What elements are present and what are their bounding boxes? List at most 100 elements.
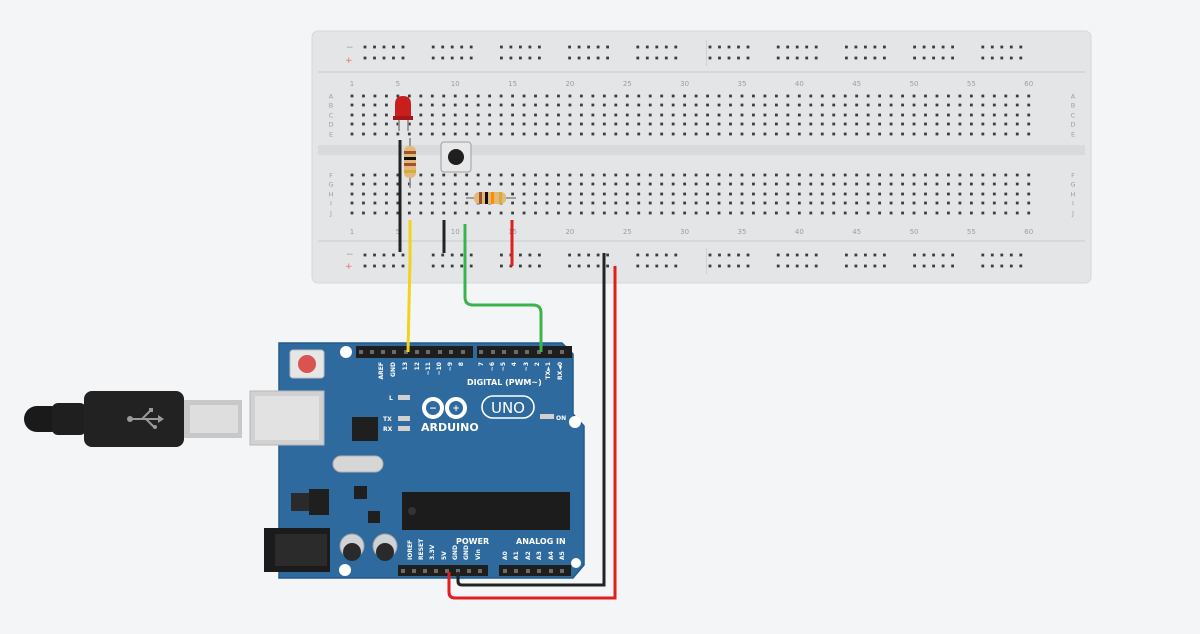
led-on-indicator <box>540 414 554 419</box>
digital-pin-label: 2 <box>534 362 541 366</box>
wire-black-gnd[interactable] <box>456 253 606 587</box>
analog-header <box>499 565 571 576</box>
power-pin-label: 5V <box>441 551 448 560</box>
analog-pin-label: A0 <box>502 551 509 560</box>
mounting-hole <box>339 564 351 576</box>
column-label: 10 <box>451 80 460 88</box>
svg-text:−: − <box>429 404 437 414</box>
column-label: 45 <box>852 80 861 88</box>
row-label: A <box>329 93 334 101</box>
analog-pin-label: A2 <box>525 551 532 560</box>
led-tx-indicator <box>398 416 410 421</box>
row-label: I <box>1072 200 1074 208</box>
model-badge <box>481 395 535 419</box>
small-chip <box>354 486 367 499</box>
column-label: 50 <box>910 80 919 88</box>
row-label: E <box>1071 131 1075 139</box>
resistor-button[interactable] <box>466 192 516 204</box>
power-pin-label: GND <box>463 545 470 560</box>
row-label: F <box>1071 172 1075 180</box>
resistor-led[interactable] <box>404 138 416 188</box>
analog-pin-label: A1 <box>513 551 520 560</box>
label-on: ON <box>556 415 566 422</box>
row-label: A <box>1071 93 1076 101</box>
row-label: B <box>1071 102 1075 110</box>
digital-label: DIGITAL (PWM~) <box>467 378 542 387</box>
arduino-logo-text: ARDUINO <box>421 421 479 434</box>
digital-pin-label: ~3 <box>523 362 530 371</box>
analog-pin-label: A3 <box>536 551 543 560</box>
analog-pin-label: A4 <box>548 551 555 560</box>
dc-power-jack-inner <box>275 534 327 566</box>
digital-pin-label: 8 <box>458 362 465 366</box>
row-label: H <box>329 191 334 199</box>
column-label: 35 <box>738 80 747 88</box>
voltage-regulator <box>291 493 311 511</box>
label-tx: TX <box>383 416 392 423</box>
column-label: 20 <box>565 80 574 88</box>
digital-pin-label: ~11 <box>425 362 432 375</box>
breadboard-body <box>311 30 1092 284</box>
wire-green-pin2[interactable] <box>463 224 543 352</box>
column-label: 1 <box>350 228 354 236</box>
digital-pin-label: AREF <box>378 362 385 379</box>
rail-divider-top <box>318 71 1085 73</box>
column-label: 60 <box>1024 80 1033 88</box>
row-label: E <box>329 131 333 139</box>
capacitor-base <box>343 543 361 561</box>
column-label: 30 <box>680 80 689 88</box>
digital-pin-label: GND <box>390 362 397 377</box>
mounting-hole <box>571 558 581 568</box>
reset-button-cap[interactable] <box>298 355 316 373</box>
digital-pin-label: 12 <box>414 362 421 370</box>
wires <box>398 140 617 600</box>
row-label: D <box>328 121 333 129</box>
analog-pin-label: A5 <box>559 551 566 560</box>
mounting-hole <box>569 416 581 428</box>
digital-pin-label: ~10 <box>436 362 443 375</box>
wire-red-5v[interactable] <box>447 266 617 600</box>
column-label: 30 <box>680 228 689 236</box>
row-label: J <box>329 210 332 218</box>
column-label: 50 <box>910 228 919 236</box>
column-label: 60 <box>1024 228 1033 236</box>
power-pin-label: Vin <box>475 549 482 560</box>
arduino-logo-icon: − + <box>422 397 467 419</box>
pushbutton[interactable] <box>440 141 472 173</box>
power-label: POWER <box>456 537 489 546</box>
power-pin-label: GND <box>452 545 459 560</box>
power-pin-label: 3.3V <box>429 544 436 560</box>
digital-pin-label: 4 <box>511 362 518 366</box>
red-led[interactable] <box>393 96 413 131</box>
row-label: J <box>1071 210 1074 218</box>
row-label: G <box>328 181 333 189</box>
digital-pin-label: TX►1 <box>545 362 552 380</box>
power-header <box>398 565 488 576</box>
small-chip <box>368 511 380 523</box>
row-label: C <box>329 112 334 120</box>
digital-pin-label: ~6 <box>489 362 496 371</box>
model-text: UNO <box>491 399 525 417</box>
column-label: 40 <box>795 228 804 236</box>
column-label: 25 <box>623 228 632 236</box>
rail-minus-top: − <box>346 43 354 53</box>
analog-label: ANALOG IN <box>516 537 566 546</box>
row-label: C <box>1071 112 1076 120</box>
digital-header-right <box>477 346 572 358</box>
usb-chip <box>352 417 378 441</box>
pushbutton-cap[interactable] <box>448 149 464 165</box>
power-pin-label: IOREF <box>407 540 414 560</box>
column-label: 1 <box>350 80 354 88</box>
column-label: 15 <box>508 80 517 88</box>
digital-pin-label: RX◄0 <box>557 362 564 380</box>
breadboard-holes <box>350 40 1031 274</box>
svg-text:+: + <box>452 404 460 414</box>
wire-yellow-pin13[interactable] <box>406 220 412 353</box>
row-label: F <box>329 172 333 180</box>
